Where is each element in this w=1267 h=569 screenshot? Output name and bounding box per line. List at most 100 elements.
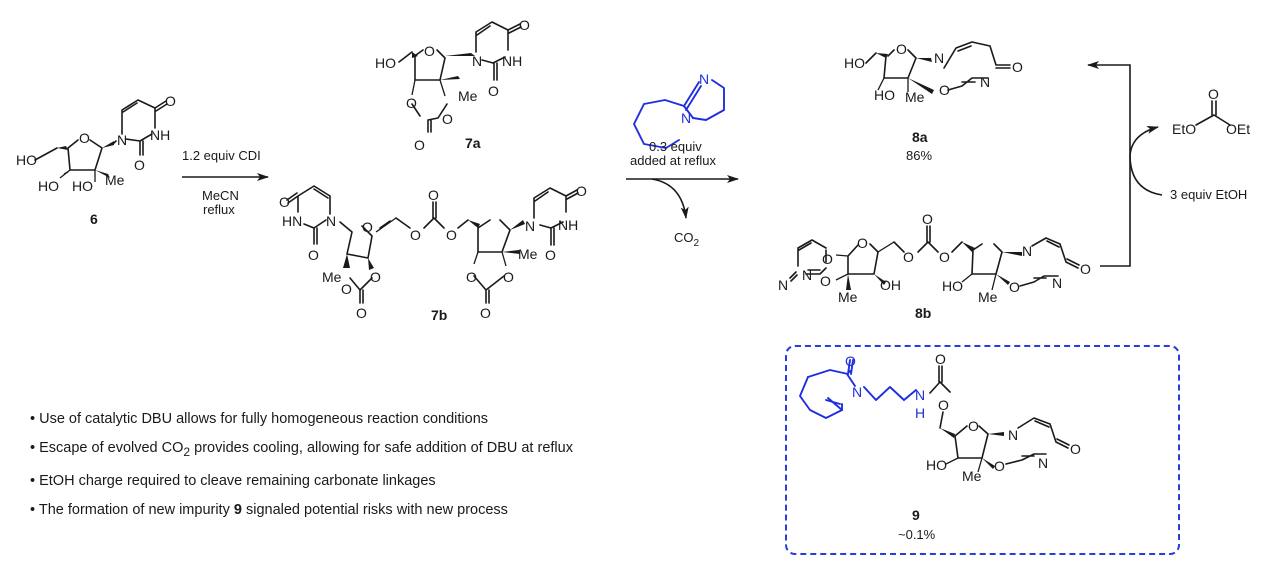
compound-8b: N N O O O Me OH O O O HO Me O N N O 8b: [778, 211, 1091, 321]
bullet-text: EtOH charge required to cleave remaining…: [39, 472, 436, 489]
atom: Me: [978, 289, 998, 305]
compound-label-9: 9: [912, 507, 920, 523]
atom: O: [356, 305, 367, 321]
atom: N: [117, 132, 127, 148]
atom: Me: [838, 289, 858, 305]
atom: OEt: [1226, 121, 1250, 137]
atom: O: [845, 353, 856, 369]
atom: HO: [942, 278, 963, 294]
bullet-subscript: 2: [183, 444, 191, 459]
diethyl-carbonate: O EtO OEt: [1172, 86, 1250, 137]
atom: N: [525, 218, 535, 234]
bullet-text: Use of catalytic DBU allows for fully ho…: [39, 411, 489, 427]
atom: O: [1012, 59, 1023, 75]
compound-label-7b: 7b: [431, 307, 447, 323]
impurity-9-highlight-box: [785, 345, 1180, 555]
atom: O: [1208, 86, 1219, 102]
atom: NH: [150, 127, 170, 143]
step2-condition: added at reflux: [630, 153, 717, 168]
atom: HO: [926, 457, 947, 473]
atom: N: [802, 267, 812, 283]
atom: HO: [375, 55, 396, 71]
compound-9: O N N H O O O HO Me O N N O 9 ~0.1%: [799, 351, 1081, 542]
compound-7a: HO O N NH O O O O O Me 7a: [375, 17, 530, 153]
atom: O: [939, 249, 950, 265]
atom: O: [428, 187, 439, 203]
atom: O: [938, 397, 949, 413]
compound-6: HO O N NH O O HO HO Me 6: [16, 93, 176, 227]
atom: O: [1009, 279, 1020, 295]
atom: O: [488, 83, 499, 99]
atom: O: [362, 219, 373, 235]
atom: Me: [518, 246, 538, 262]
atom: N: [326, 213, 336, 229]
atom: HN: [282, 213, 302, 229]
ethanolysis-arrow: [1087, 61, 1131, 267]
atom: O: [341, 281, 352, 297]
atom: Me: [962, 468, 982, 484]
atom: N: [1022, 243, 1032, 259]
atom: O: [903, 249, 914, 265]
compound-label-7a: 7a: [465, 135, 481, 151]
atom: NH: [558, 217, 578, 233]
compound-label-6: 6: [90, 211, 98, 227]
atom: HO: [874, 87, 895, 103]
atom: Me: [105, 172, 125, 188]
bullet-text-pre: The formation of new impurity: [38, 501, 234, 518]
atom: HO: [72, 178, 93, 194]
atom: O: [896, 41, 907, 57]
compound-label-8b: 8b: [915, 305, 931, 321]
bullet-text-post: provides cooling, allowing for safe addi…: [190, 440, 573, 456]
amount-9: ~0.1%: [898, 527, 936, 542]
atom: O: [822, 251, 833, 267]
atom: EtO: [1172, 121, 1196, 137]
atom: HO: [38, 178, 59, 194]
atom: O: [446, 227, 457, 243]
step1-reagent: 1.2 equiv CDI: [182, 148, 261, 163]
atom: OH: [880, 277, 901, 293]
step1-solvent: MeCN: [202, 188, 239, 203]
atom: O: [994, 458, 1005, 474]
co2-byproduct: CO2: [674, 230, 700, 249]
bullet-text-post: signaled potential risks with new proces…: [241, 501, 508, 518]
atom: O: [545, 247, 556, 263]
atom: O: [1080, 261, 1091, 277]
atom: O: [1070, 441, 1081, 457]
atom: O: [370, 269, 381, 285]
atom: O: [922, 211, 933, 227]
atom: O: [442, 111, 453, 127]
atom: HO: [844, 55, 865, 71]
summary-bullets: • Use of catalytic DBU allows for fully …: [30, 405, 573, 525]
atom: O: [414, 137, 425, 153]
atom: O: [503, 269, 514, 285]
bullet-text-pre: Escape of evolved CO: [39, 440, 184, 456]
atom: O: [424, 43, 435, 59]
diethyl-carbonate-release-arrow: [1129, 126, 1163, 196]
atom: O: [935, 351, 946, 367]
atom: N: [852, 384, 862, 400]
atom: HO: [16, 152, 37, 168]
atom: O: [134, 157, 145, 173]
atom: N: [681, 110, 691, 126]
dbu-structure: N N: [633, 71, 725, 149]
atom: O: [466, 269, 477, 285]
atom: Me: [458, 88, 478, 104]
atom: O: [165, 93, 176, 109]
atom: O: [308, 247, 319, 263]
yield-8a: 86%: [906, 148, 932, 163]
atom: O: [519, 17, 530, 33]
bullet-item: • Use of catalytic DBU allows for fully …: [30, 411, 489, 427]
atom: Me: [322, 269, 342, 285]
step2-amount: 0.3 equiv: [649, 139, 702, 154]
bullet-item: • EtOH charge required to cleave remaini…: [30, 472, 436, 489]
compound-label-8a: 8a: [912, 129, 928, 145]
atom: Me: [905, 89, 925, 105]
bullet-item: • Escape of evolved CO2 provides cooling…: [30, 440, 573, 459]
atom: O: [857, 235, 868, 251]
compound-8a: HO O N N O O HO Me 8a 86%: [844, 41, 1023, 163]
atom: N: [699, 71, 709, 87]
atom: O: [939, 82, 950, 98]
atom: O: [820, 273, 831, 289]
atom: N: [934, 50, 944, 66]
atom: O: [480, 305, 491, 321]
